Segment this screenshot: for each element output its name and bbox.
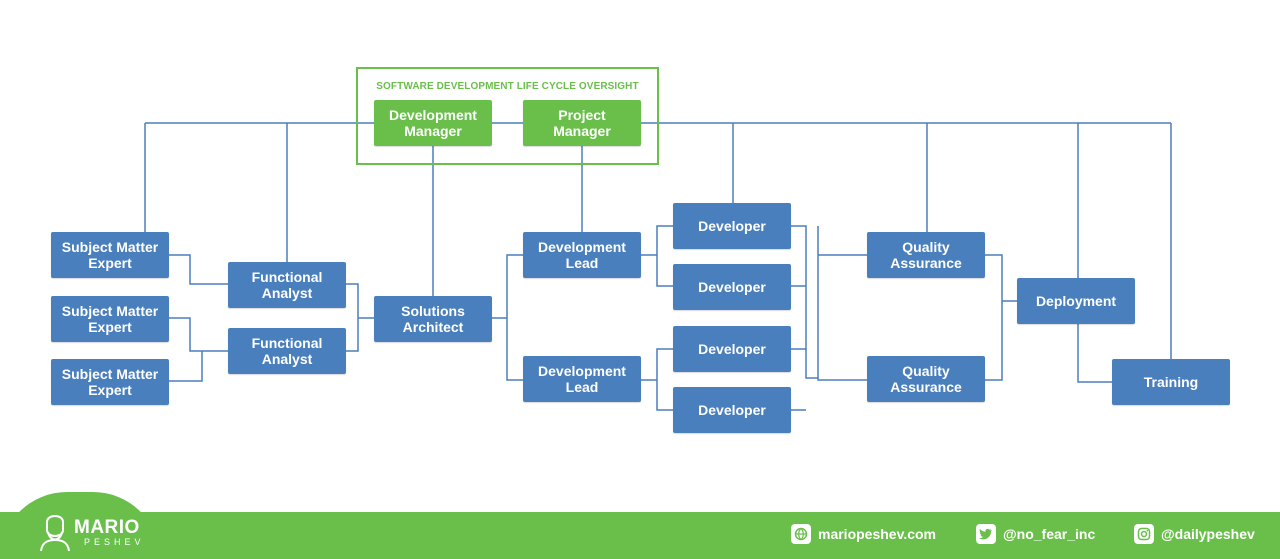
logo-name: MARIO	[74, 517, 140, 538]
logo-subtitle: PESHEV	[84, 537, 145, 547]
node-label: Deployment	[1035, 293, 1117, 309]
node-development-lead-1[interactable]: Development Lead	[523, 232, 641, 278]
node-developer-1[interactable]: Developer	[673, 203, 791, 249]
node-developer-3[interactable]: Developer	[673, 326, 791, 372]
node-label: Subject Matter Expert	[61, 239, 159, 271]
connector-dev-qa-cross	[790, 285, 806, 411]
connector-devs-qa1	[790, 225, 867, 381]
instagram-text: @dailypeshev	[1161, 526, 1255, 542]
node-subject-matter-expert-3[interactable]: Subject Matter Expert	[51, 359, 169, 405]
node-label: Quality Assurance	[890, 239, 962, 271]
connector-qa-deploy	[984, 254, 1017, 381]
instagram-icon	[1134, 524, 1154, 544]
node-label: Functional Analyst	[251, 269, 323, 301]
node-development-manager[interactable]: Development Manager	[374, 100, 492, 146]
node-development-lead-2[interactable]: Development Lead	[523, 356, 641, 402]
twitter-link[interactable]: @no_fear_inc	[976, 524, 1095, 544]
node-label: Development Manager	[389, 107, 477, 139]
node-label: Quality Assurance	[890, 363, 962, 395]
node-quality-assurance-1[interactable]: Quality Assurance	[867, 232, 985, 278]
website-text: mariopeshev.com	[818, 526, 937, 542]
twitter-text: @no_fear_inc	[1003, 526, 1096, 542]
node-functional-analyst-1[interactable]: Functional Analyst	[228, 262, 346, 308]
oversight-group	[356, 67, 659, 165]
connector-deploy-training	[1077, 323, 1112, 383]
node-label: Developer	[698, 218, 766, 234]
node-label: Project Manager	[553, 107, 611, 139]
connector-sa-leads	[491, 254, 524, 381]
node-functional-analyst-2[interactable]: Functional Analyst	[228, 328, 346, 374]
node-developer-4[interactable]: Developer	[673, 387, 791, 433]
connector-fa-sa	[345, 283, 375, 352]
connector-lead1-devs	[640, 225, 673, 287]
node-developer-2[interactable]: Developer	[673, 264, 791, 310]
node-subject-matter-expert-1[interactable]: Subject Matter Expert	[51, 232, 169, 278]
instagram-link[interactable]: @dailypeshev	[1134, 524, 1255, 544]
website-link[interactable]: mariopeshev.com	[791, 524, 936, 544]
node-subject-matter-expert-2[interactable]: Subject Matter Expert	[51, 296, 169, 342]
node-solutions-architect[interactable]: Solutions Architect	[374, 296, 492, 342]
node-project-manager[interactable]: Project Manager	[523, 100, 641, 146]
connector-lead2-devs	[640, 348, 673, 411]
node-label: Solutions Architect	[401, 303, 465, 335]
node-label: Subject Matter Expert	[61, 303, 159, 335]
footer-bar	[0, 512, 1280, 559]
node-label: Subject Matter Expert	[61, 366, 159, 398]
node-quality-assurance-2[interactable]: Quality Assurance	[867, 356, 985, 402]
node-label: Development Lead	[538, 239, 626, 271]
node-label: Developer	[698, 402, 766, 418]
globe-icon	[791, 524, 811, 544]
node-label: Functional Analyst	[251, 335, 323, 367]
connector-sme-fa1	[168, 254, 228, 285]
twitter-icon	[976, 524, 996, 544]
node-deployment[interactable]: Deployment	[1017, 278, 1135, 324]
avatar-icon	[40, 515, 70, 552]
node-training[interactable]: Training	[1112, 359, 1230, 405]
node-label: Developer	[698, 279, 766, 295]
node-label: Developer	[698, 341, 766, 357]
oversight-title: SOFTWARE DEVELOPMENT LIFE CYCLE OVERSIGH…	[376, 81, 639, 92]
node-label: Development Lead	[538, 363, 626, 395]
connector-sme-fa2	[168, 317, 228, 352]
connector-sme3-fa2	[168, 351, 203, 382]
node-label: Training	[1143, 374, 1199, 390]
